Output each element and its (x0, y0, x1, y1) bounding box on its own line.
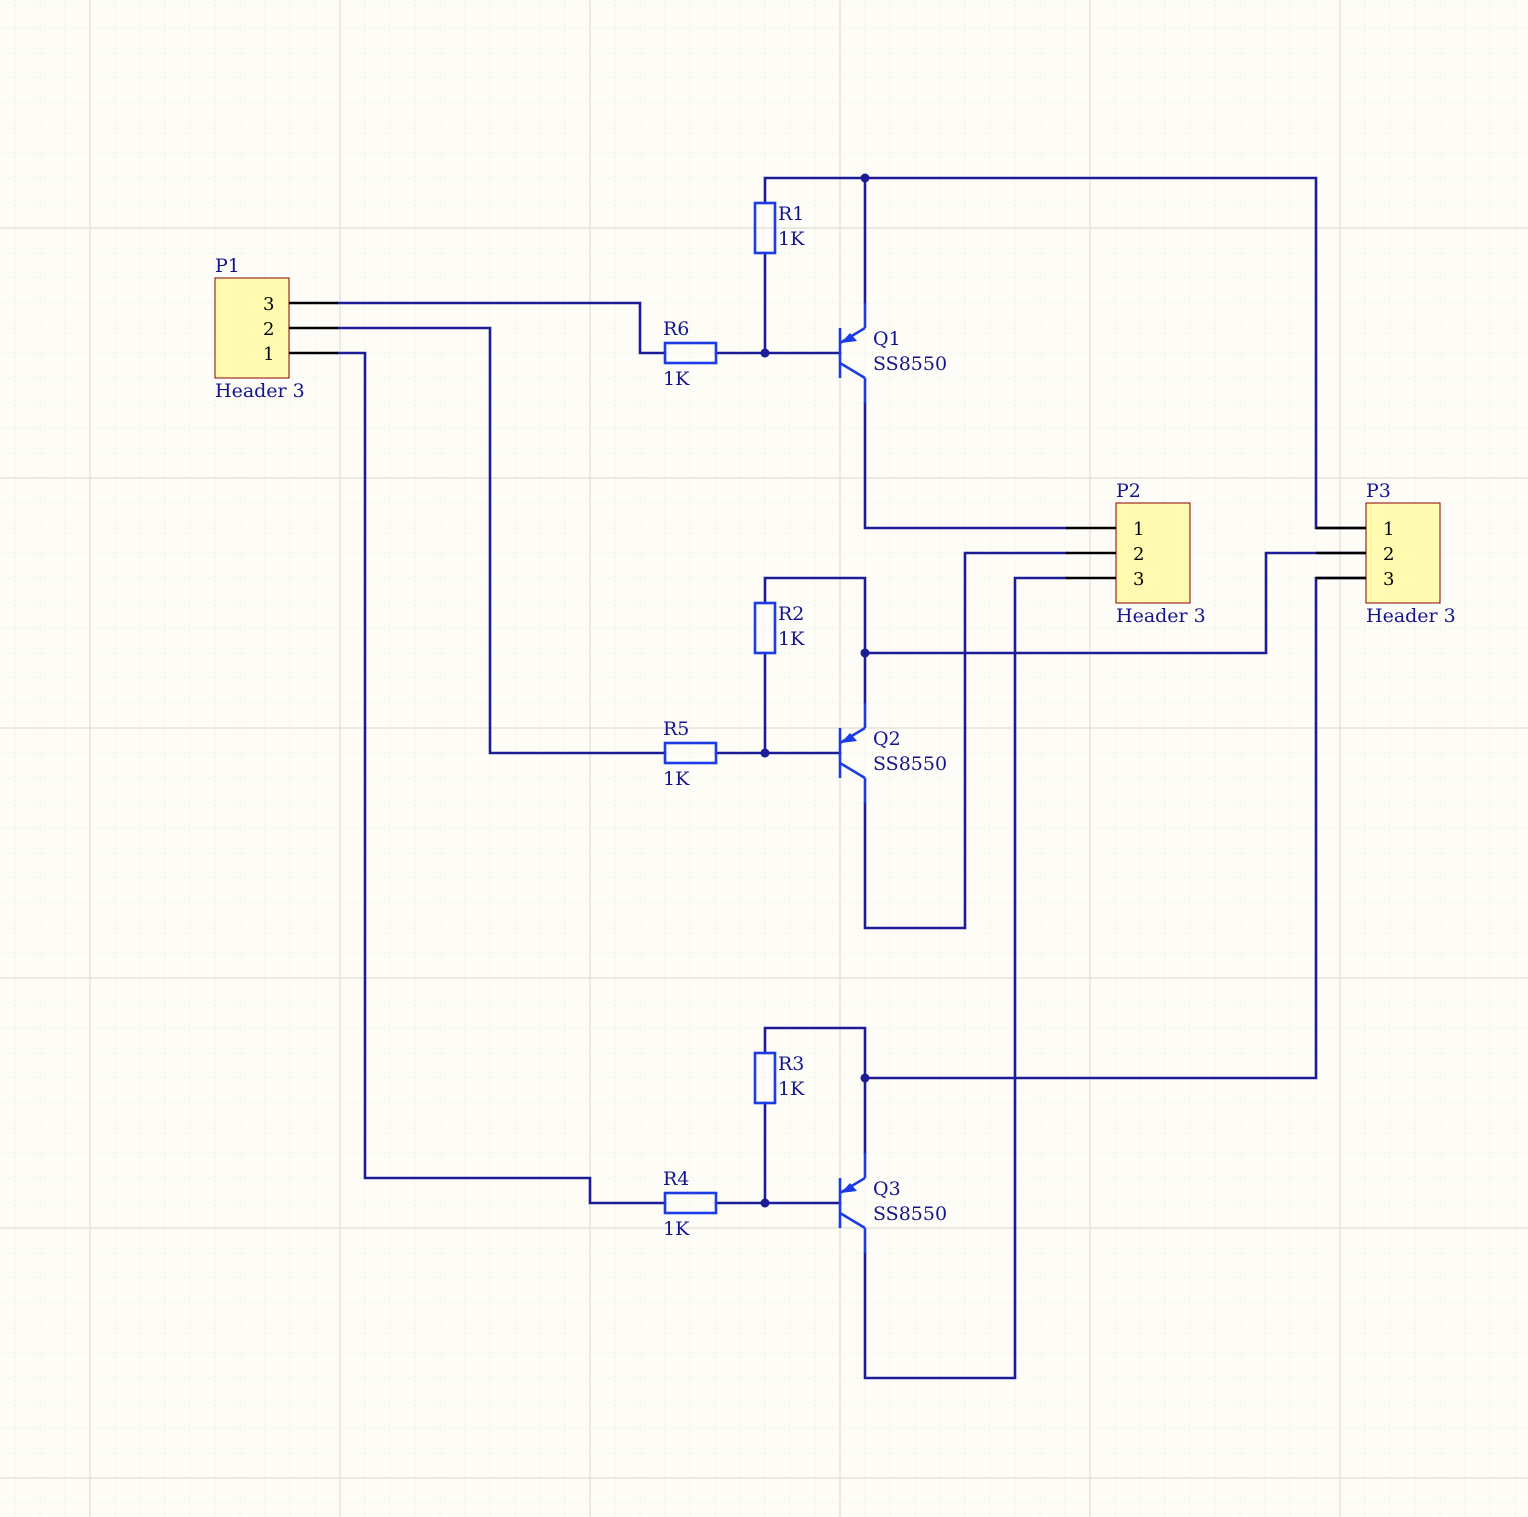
header-p3[interactable]: 1 2 3 P3 Header 3 (1316, 480, 1456, 627)
header-p2-pin-number: 2 (1133, 544, 1144, 565)
header-p2[interactable]: 1 2 3 P2 Header 3 (1066, 480, 1206, 627)
junction-dot (760, 1198, 770, 1208)
header-p2-pin-number: 3 (1133, 569, 1144, 590)
resistor-r1-designator: R1 (778, 203, 804, 225)
junction-dot (760, 348, 770, 358)
header-p2-pin-number: 1 (1133, 519, 1144, 540)
wire-p1-3-to-r6[interactable] (336, 301, 667, 355)
resistor-r6-value: 1K (663, 368, 690, 390)
junctions (760, 173, 870, 1208)
transistor-q2-collector-leg (839, 761, 866, 780)
transistor-q1[interactable]: Q1 SS8550 (838, 303, 947, 403)
header-p1-body (214, 277, 290, 379)
wire-q3-collector-to-p2-3[interactable] (863, 576, 1068, 1380)
header-p1-pin-number: 1 (263, 344, 274, 365)
resistor-r5-value: 1K (663, 768, 690, 790)
resistor-r6-body (663, 341, 718, 365)
transistor-q3-part: SS8550 (873, 1203, 947, 1225)
transistor-q2[interactable]: Q2 SS8550 (838, 703, 947, 803)
resistor-r3-value: 1K (778, 1078, 805, 1100)
junction-dot (860, 1073, 870, 1083)
transistor-q2-arrow-icon (841, 733, 857, 743)
transistor-q2-designator: Q2 (873, 728, 901, 750)
transistor-q1-designator: Q1 (873, 328, 901, 350)
resistor-r6-designator: R6 (663, 318, 689, 340)
transistor-q1-collector-leg (839, 361, 866, 380)
wire-r3-top-to-q3-emitter[interactable] (763, 1026, 867, 1155)
resistor-r3-body (753, 1051, 777, 1105)
header-p2-designator: P2 (1116, 480, 1141, 502)
header-p3-comment: Header 3 (1366, 605, 1456, 627)
resistor-r2-value: 1K (778, 628, 805, 650)
resistor-r1[interactable]: R1 1K (753, 201, 805, 255)
wire-r2-top-to-q2-emitter[interactable] (763, 576, 867, 705)
header-p3-pin-number: 1 (1383, 519, 1394, 540)
resistor-r2-designator: R2 (778, 603, 804, 625)
header-p1-designator: P1 (215, 255, 240, 277)
wires (336, 176, 1368, 1380)
resistor-r1-body (753, 201, 777, 255)
transistor-q1-part: SS8550 (873, 353, 947, 375)
resistor-r5-body (663, 741, 718, 765)
header-p3-body (1365, 502, 1441, 604)
wire-p1-1-to-r4[interactable] (336, 351, 667, 1205)
header-p2-body (1115, 502, 1191, 604)
resistor-r4[interactable]: R4 1K (663, 1168, 718, 1240)
resistor-r4-body (663, 1191, 718, 1215)
resistor-r3[interactable]: R3 1K (753, 1051, 805, 1105)
header-p1-comment: Header 3 (215, 380, 305, 402)
resistor-r5[interactable]: R5 1K (663, 718, 718, 790)
header-p3-designator: P3 (1366, 480, 1391, 502)
header-p1-pin-number: 3 (263, 294, 274, 315)
transistor-q2-part: SS8550 (873, 753, 947, 775)
junction-dot (860, 173, 870, 183)
transistor-q3[interactable]: Q3 SS8550 (838, 1153, 947, 1253)
transistor-q1-arrow-icon (841, 333, 857, 343)
header-p1[interactable]: 3 2 1 P1 Header 3 (214, 255, 338, 402)
header-p3-pin-number: 3 (1383, 569, 1394, 590)
junction-dot (860, 648, 870, 658)
junction-dot (760, 748, 770, 758)
wire-p1-2-to-r5[interactable] (336, 326, 667, 755)
resistor-r6[interactable]: R6 1K (663, 318, 718, 390)
resistor-r5-designator: R5 (663, 718, 689, 740)
wire-q2-collector-to-p2-2[interactable] (863, 551, 1068, 930)
resistor-r1-value: 1K (778, 228, 805, 250)
resistor-r2[interactable]: R2 1K (753, 601, 805, 655)
header-p1-pin-number: 2 (263, 319, 274, 340)
resistor-r4-value: 1K (663, 1218, 690, 1240)
header-p3-pin-number: 2 (1383, 544, 1394, 565)
resistor-r4-designator: R4 (663, 1168, 689, 1190)
wire-q1-collector-to-p2-1[interactable] (863, 401, 1068, 530)
transistor-q3-arrow-icon (841, 1183, 857, 1193)
resistor-r3-designator: R3 (778, 1053, 804, 1075)
transistor-q3-designator: Q3 (873, 1178, 901, 1200)
resistor-r2-body (753, 601, 777, 655)
header-p2-comment: Header 3 (1116, 605, 1206, 627)
transistor-q3-collector-leg (839, 1211, 866, 1230)
